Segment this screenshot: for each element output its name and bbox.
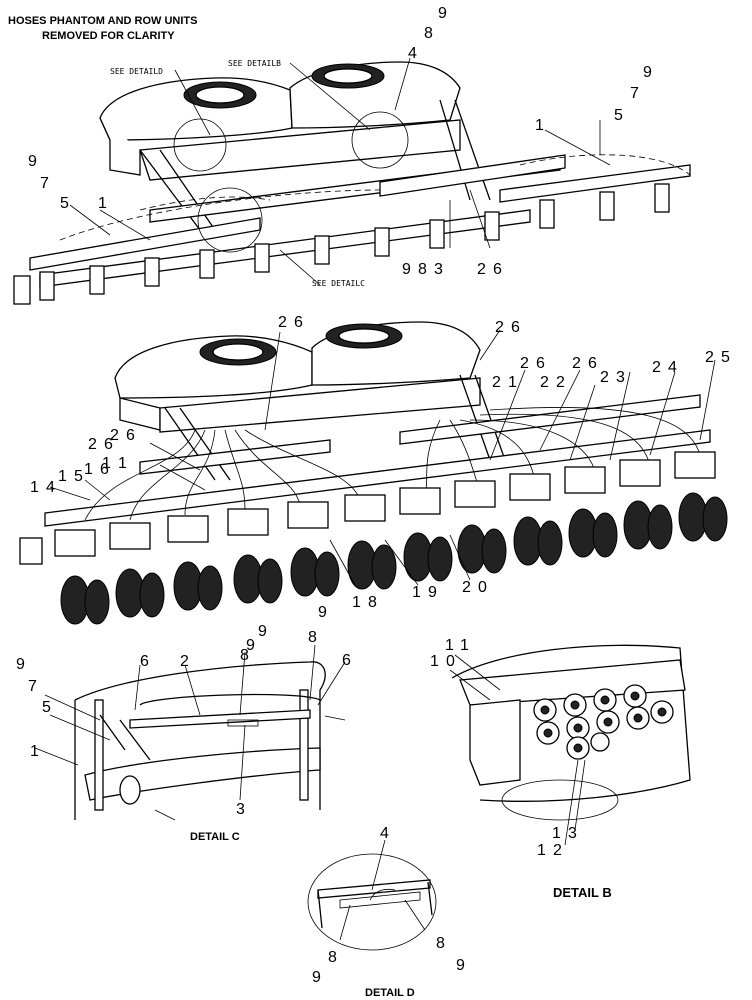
- callout: 7: [630, 85, 639, 102]
- callout: 6: [493, 261, 502, 278]
- callout: 9: [28, 153, 37, 170]
- callout: 6: [104, 436, 113, 453]
- callout: 2: [705, 349, 714, 366]
- see-detail-c-label: SEE DETAILC: [312, 279, 365, 288]
- callout: 4: [408, 45, 417, 62]
- callout: 9: [456, 957, 465, 974]
- callout: 6: [342, 652, 351, 669]
- callout: 2: [540, 374, 549, 391]
- row-units: [19, 451, 728, 625]
- callout: 8: [328, 949, 337, 966]
- callout: 2: [180, 653, 189, 670]
- header-line-1: HOSES PHANTOM AND ROW UNITS: [8, 15, 197, 27]
- callout: 0: [478, 579, 487, 596]
- callout: 3: [616, 369, 625, 386]
- callout: 1: [537, 842, 546, 859]
- callout: 6: [588, 355, 597, 372]
- callout: 1: [84, 461, 93, 478]
- middle-view-planter: [19, 321, 728, 625]
- detail-c-drawing: [34, 644, 346, 821]
- callout: 1: [98, 195, 107, 212]
- see-detail-d-label: SEE DETAILD: [110, 67, 163, 76]
- callout: 9: [428, 584, 437, 601]
- callout: 9: [402, 261, 411, 278]
- callout: 6: [536, 355, 545, 372]
- detail-d-drawing: [307, 839, 437, 951]
- callout: 6: [140, 653, 149, 670]
- callout: 1: [102, 455, 111, 472]
- callout: 8: [424, 25, 433, 42]
- callout: 1: [412, 584, 421, 601]
- top-view-planter: [13, 57, 691, 305]
- callout: 8: [308, 629, 317, 646]
- callout: 8: [240, 647, 249, 664]
- callout: 8: [368, 594, 377, 611]
- callout: 4: [668, 359, 677, 376]
- callout: 6: [294, 314, 303, 331]
- callout: 3: [568, 825, 577, 842]
- header-line-2: REMOVED FOR CLARITY: [42, 30, 175, 42]
- callout: 8: [436, 935, 445, 952]
- callout: 1: [352, 594, 361, 611]
- callout: 2: [652, 359, 661, 376]
- callout: 2: [492, 374, 501, 391]
- detail-c-callouts: 9 9 8 9 8 6 9 7 5 2 6 1 3: [16, 604, 351, 818]
- callout: 4: [380, 825, 389, 842]
- callout: 9: [246, 637, 255, 654]
- detail-c-caption: DETAIL C: [190, 831, 240, 843]
- callout: 0: [446, 653, 455, 670]
- callout: 5: [614, 107, 623, 124]
- callout: 1: [118, 455, 127, 472]
- callout: 4: [46, 479, 55, 496]
- callout: 2: [278, 314, 287, 331]
- detail-d-caption: DETAIL D: [365, 987, 415, 999]
- callout: 2: [556, 374, 565, 391]
- top-callouts: 9 8 4 9 7 5 1 9 7 5 1 9 8 3 2 6: [28, 5, 652, 278]
- callout: 6: [511, 319, 520, 336]
- callout: 6: [126, 427, 135, 444]
- callout: 2: [520, 355, 529, 372]
- callout: 1: [460, 637, 469, 654]
- callout: 6: [100, 461, 109, 478]
- callout: 3: [236, 801, 245, 818]
- callout: 2: [88, 436, 97, 453]
- callout: 1: [58, 468, 67, 485]
- callout: 2: [477, 261, 486, 278]
- callout: 2: [495, 319, 504, 336]
- callout: 1: [508, 374, 517, 391]
- callout: 7: [40, 175, 49, 192]
- callout: 2: [110, 427, 119, 444]
- detail-b-caption: DETAIL B: [553, 885, 612, 900]
- callout: 3: [434, 261, 443, 278]
- callout: 1: [535, 117, 544, 134]
- callout: 5: [42, 699, 51, 716]
- callout: 5: [721, 349, 730, 366]
- callout: 1: [445, 637, 454, 654]
- middle-callouts: 2 6 2 6 2 6 2 6 2 1 2 2 2 3 2 4 2 5 2 6 …: [30, 314, 730, 611]
- see-detail-b-label: SEE DETAILB: [228, 59, 281, 68]
- detail-d-callouts: 4 8 8 9 9: [312, 825, 465, 986]
- callout: 1: [552, 825, 561, 842]
- callout: 5: [74, 468, 83, 485]
- callout: 1: [430, 653, 439, 670]
- detail-b-drawing: [449, 644, 691, 846]
- callout: 7: [28, 678, 37, 695]
- detail-b-callouts: 1 1 1 0 1 3 1 2: [430, 637, 577, 859]
- callout: 2: [553, 842, 562, 859]
- callout: 9: [318, 604, 327, 621]
- callout: 1: [30, 479, 39, 496]
- callout: 5: [60, 195, 69, 212]
- callout: 9: [312, 969, 321, 986]
- callout: 9: [16, 656, 25, 673]
- callout: 2: [572, 355, 581, 372]
- callout: 9: [643, 64, 652, 81]
- callout: 2: [462, 579, 471, 596]
- callout: 9: [438, 5, 447, 22]
- callout: 1: [30, 743, 39, 760]
- callout: 8: [418, 261, 427, 278]
- callout: 2: [600, 369, 609, 386]
- callout: 9: [258, 623, 267, 640]
